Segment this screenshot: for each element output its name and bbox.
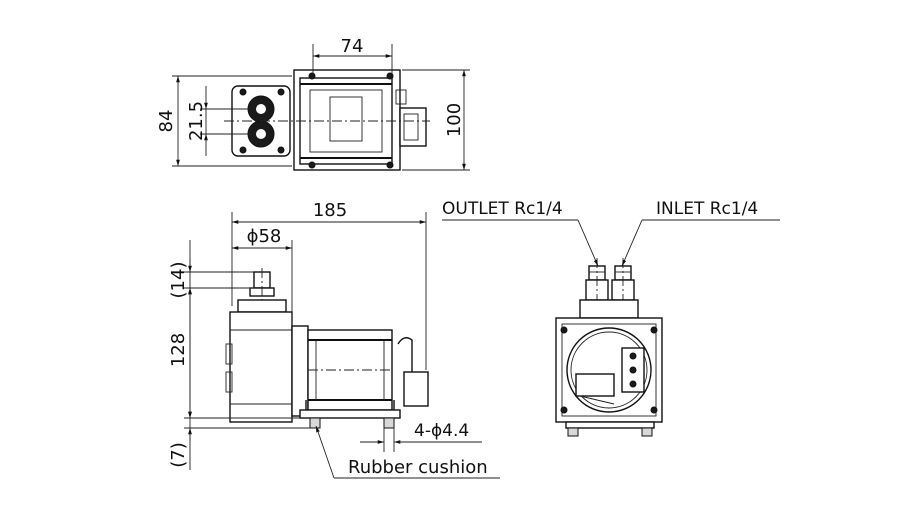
callout-inlet: INLET Rc1/4 [656, 199, 758, 219]
front-view-callouts: OUTLET Rc1/4 INLET Rc1/4 [442, 199, 780, 267]
dim-top-height-right: 100 [444, 103, 465, 137]
callout-outlet: OUTLET Rc1/4 [442, 199, 563, 219]
dim-side-length: 185 [313, 200, 347, 221]
dim-side-diameter: ϕ58 [247, 226, 282, 247]
dim-top-height-total: 84 [156, 110, 177, 133]
dim-side-height: 128 [168, 333, 189, 367]
dim-side-offset-top: (14) [168, 262, 189, 299]
dim-top-width: 74 [341, 36, 364, 57]
callout-rubber-cushion: Rubber cushion [348, 457, 488, 478]
side-view [225, 268, 429, 429]
dim-top-height-inner: 21.5 [186, 101, 207, 141]
side-view-dimensions: 185 ϕ58 (14) 128 (7) 4-ϕ4.4 Rubber cushi… [168, 200, 500, 479]
front-view [555, 258, 663, 437]
top-view-dimensions: 74 84 21.5 100 [156, 36, 470, 171]
dim-side-offset-bottom: (7) [168, 442, 189, 468]
dim-mount-holes: 4-ϕ4.4 [414, 421, 469, 441]
top-view [224, 69, 430, 171]
